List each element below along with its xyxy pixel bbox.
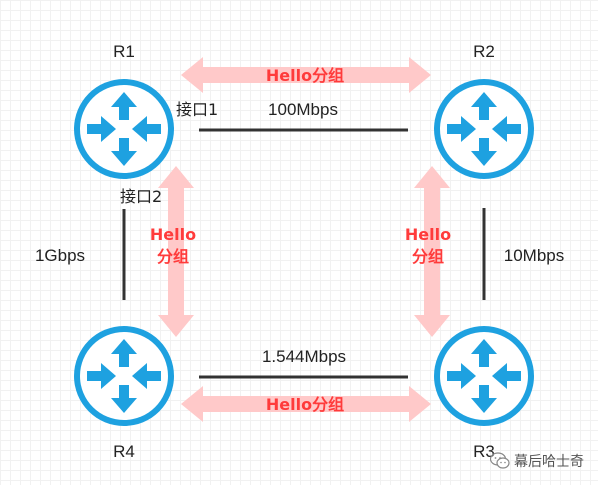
bandwidth-r1-r2: 100Mbps (268, 100, 338, 119)
hello-arrow-right (414, 166, 450, 337)
bandwidth-r4-r1: 1Gbps (35, 246, 85, 265)
interface-1-label: 接口1 (176, 100, 218, 119)
hello-label-left-2: 分组 (157, 247, 189, 266)
router-r3-icon[interactable] (434, 326, 534, 426)
wechat-icon (490, 452, 510, 469)
hello-label-top: Hello分组 (266, 66, 344, 85)
router-r1-label: R1 (113, 42, 135, 61)
bandwidth-r3-r4: 1.544Mbps (262, 347, 346, 366)
hello-label-left-1: Hello (150, 225, 196, 244)
router-r1-icon[interactable] (74, 79, 174, 179)
router-r2-label: R2 (473, 42, 495, 61)
hello-arrow-top (181, 57, 431, 93)
bandwidth-r2-r3: 10Mbps (504, 246, 564, 265)
router-r4-icon[interactable] (74, 326, 174, 426)
hello-label-right-2: 分组 (412, 247, 444, 266)
router-r4-label: R4 (113, 442, 135, 461)
router-r2-icon[interactable] (434, 79, 534, 179)
interface-2-label: 接口2 (120, 187, 162, 206)
hello-label-bottom: Hello分组 (266, 395, 344, 414)
hello-arrow-left (158, 166, 194, 337)
router-r3-label: R3 (473, 442, 495, 461)
hello-arrow-bottom (181, 386, 431, 422)
hello-label-right-1: Hello (405, 225, 451, 244)
watermark: 幕后哈士奇 (490, 450, 584, 472)
watermark-text: 幕后哈士奇 (514, 454, 584, 470)
